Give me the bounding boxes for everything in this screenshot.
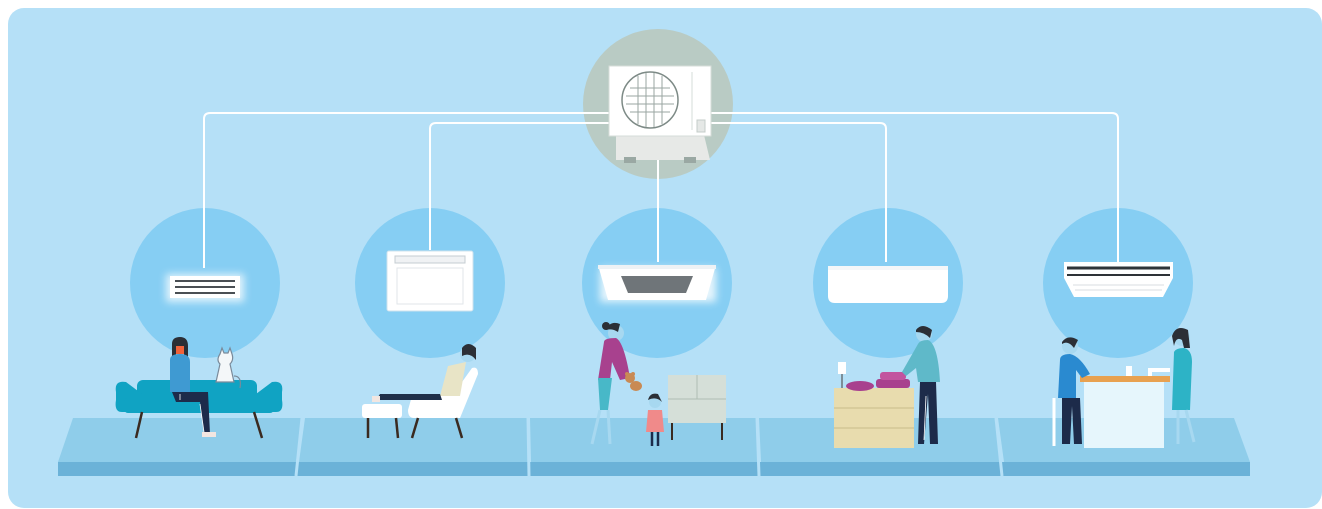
floor-lounge xyxy=(299,418,528,462)
floor-standing-unit-panel xyxy=(397,268,463,304)
outdoor-unit-base xyxy=(616,135,710,160)
outdoor-unit xyxy=(609,66,711,163)
floor-standing-unit-vent xyxy=(395,256,465,263)
wall-mounted-unit xyxy=(828,266,948,303)
cassette-front-edge xyxy=(598,265,716,269)
wall-unit-body xyxy=(828,266,948,303)
bed xyxy=(834,388,914,448)
ceiling-suspended-unit xyxy=(1064,262,1173,297)
floor-standing-unit xyxy=(387,251,473,311)
wall-unit-top-strip xyxy=(828,266,948,270)
outdoor-unit-foot-left xyxy=(624,157,636,163)
floor-front-edge xyxy=(58,462,1250,476)
fan-grille-icon xyxy=(622,72,678,128)
cassette-grille xyxy=(621,276,693,293)
ceiling-cassette-unit xyxy=(598,265,716,302)
floor-play-room xyxy=(530,418,758,462)
floor-living-room xyxy=(58,418,302,462)
outdoor-unit-valve xyxy=(697,120,705,132)
ducted-unit xyxy=(166,274,244,302)
outdoor-unit-foot-right xyxy=(684,157,696,163)
kitchen-counter xyxy=(1080,366,1170,448)
